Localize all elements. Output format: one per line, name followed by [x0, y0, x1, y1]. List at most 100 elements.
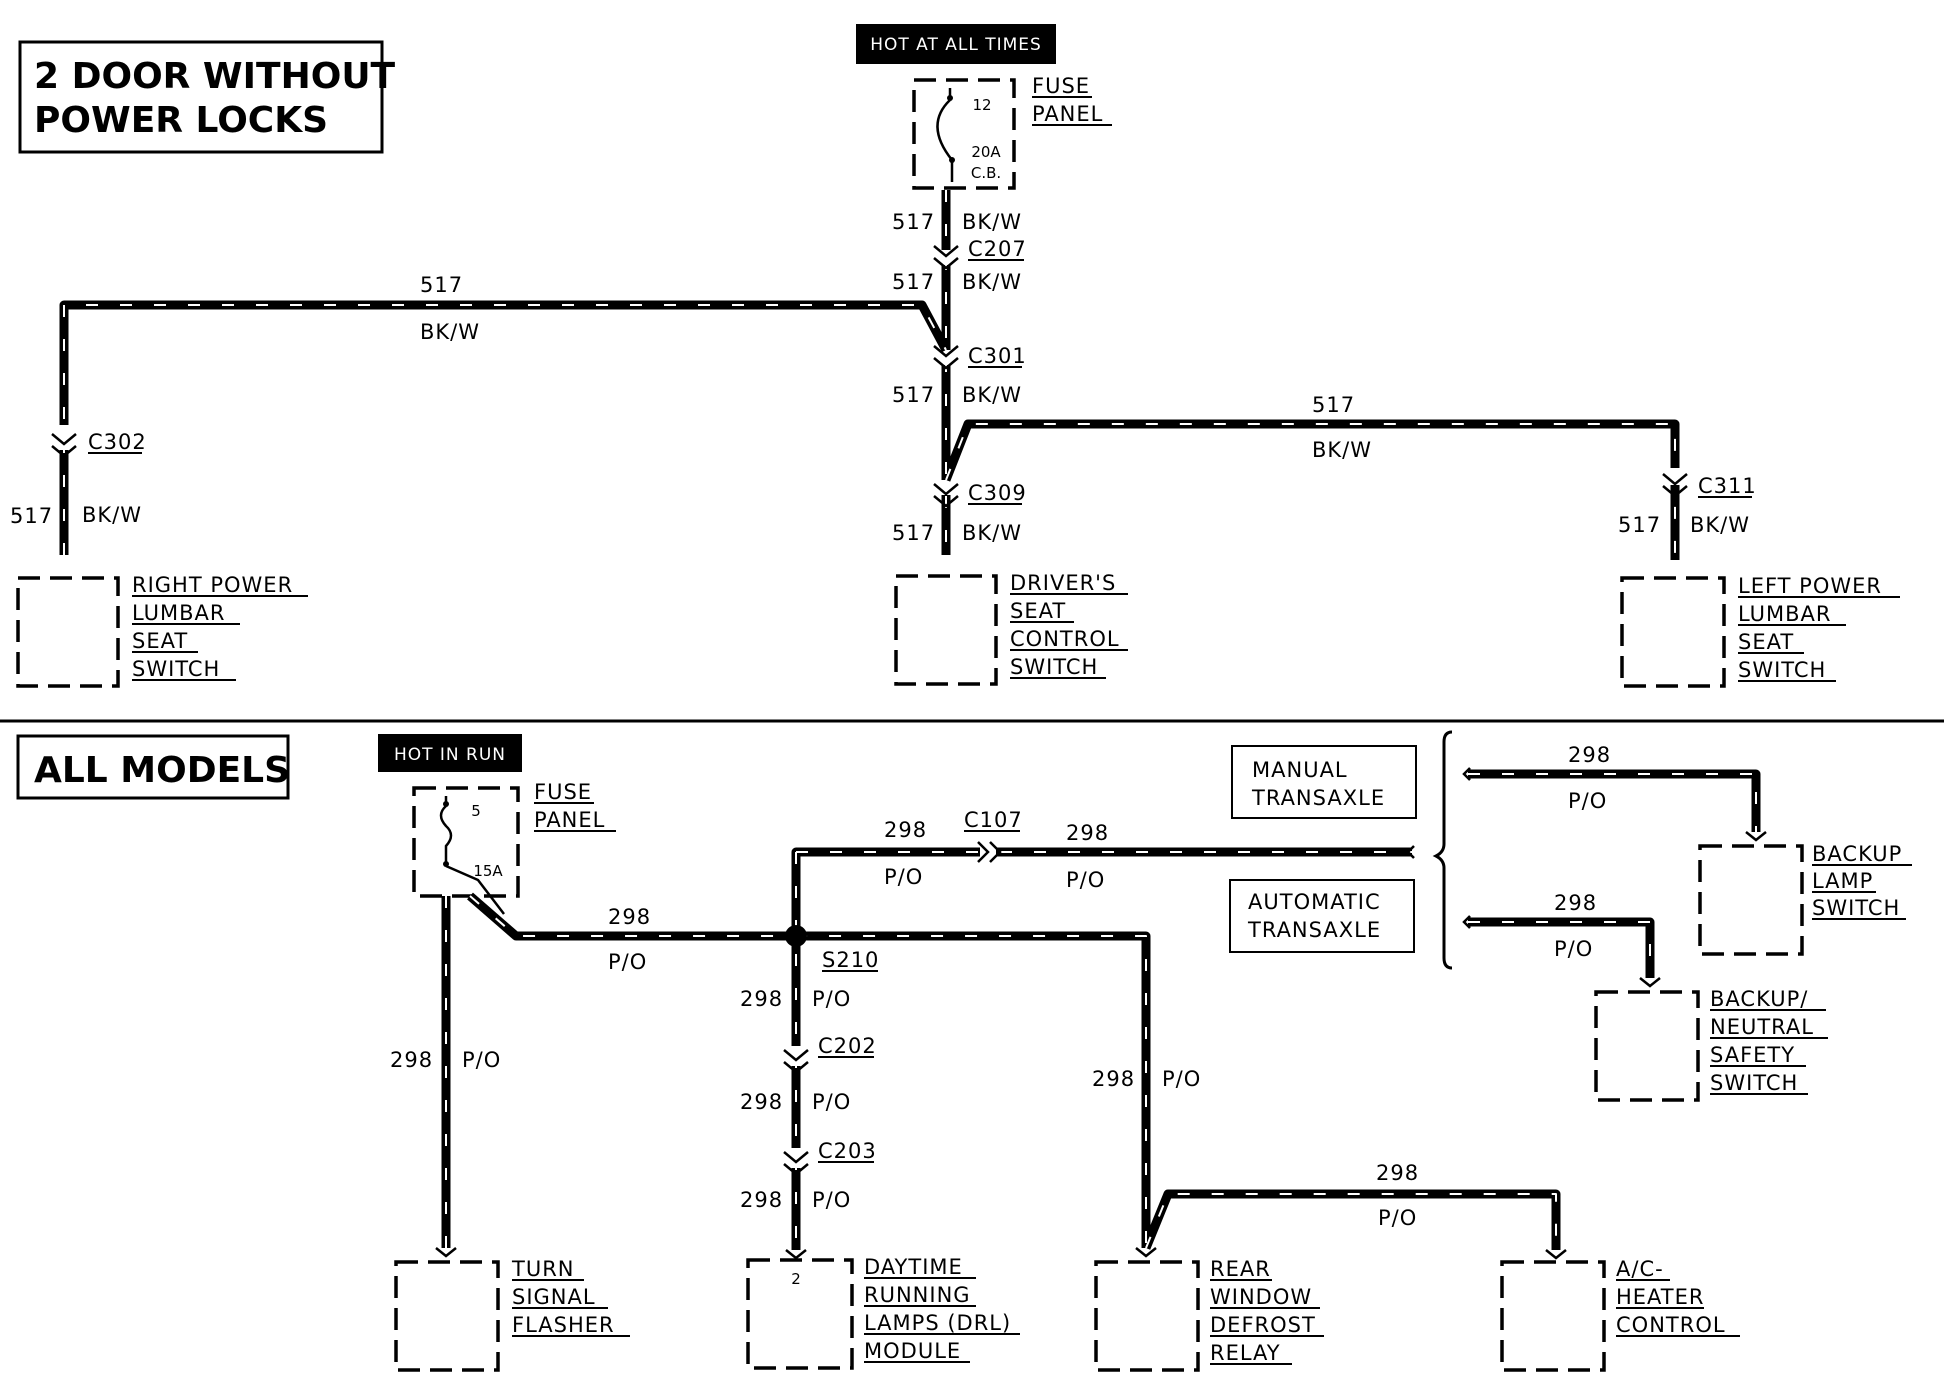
- svg-text:SAFETY: SAFETY: [1710, 1043, 1795, 1067]
- section-title-top-line2: POWER LOCKS: [34, 100, 328, 141]
- automatic-transaxle-box: AUTOMATIC TRANSAXLE: [1229, 879, 1415, 953]
- svg-text:BACKUP/: BACKUP/: [1710, 987, 1808, 1011]
- fuse-panel-bottom-label-1: FUSE: [534, 780, 592, 804]
- fuse-panel-top: 12 20A C.B. FUSE PANEL: [912, 74, 1112, 190]
- connector-c301: [933, 345, 959, 370]
- connector-c207: [933, 245, 959, 270]
- wire-label-298-i: 298: [1376, 1161, 1419, 1185]
- connector-c311-label: C311: [1698, 474, 1757, 498]
- svg-text:DRIVER'S: DRIVER'S: [1010, 571, 1116, 595]
- connector-c203: [783, 1151, 809, 1176]
- section-title-bottom-text: ALL MODELS: [34, 750, 290, 791]
- connector-c202: [783, 1049, 809, 1074]
- svg-text:DAYTIME: DAYTIME: [864, 1255, 963, 1279]
- wire-label-517-e: 517: [10, 504, 53, 528]
- wire-label-298-h: 298: [1092, 1067, 1135, 1091]
- wire-color-po-c: P/O: [1066, 868, 1105, 892]
- connector-c302: [51, 433, 77, 458]
- connector-c309-label: C309: [968, 481, 1027, 505]
- svg-text:SWITCH: SWITCH: [1710, 1071, 1798, 1095]
- splice-s210-label: S210: [822, 948, 879, 972]
- svg-text:AUTOMATIC: AUTOMATIC: [1248, 890, 1381, 914]
- svg-text:RELAY: RELAY: [1210, 1341, 1281, 1365]
- wire-label-517-left: 517: [1312, 393, 1355, 417]
- wire-color-bkw-right: BK/W: [420, 320, 480, 344]
- rear-window-defrost-relay: REAR WINDOW DEFROST RELAY: [1094, 1257, 1324, 1372]
- svg-text:LAMPS (DRL): LAMPS (DRL): [864, 1311, 1011, 1335]
- connector-c302-label: C302: [88, 430, 147, 454]
- svg-text:LEFT POWER: LEFT POWER: [1738, 574, 1882, 598]
- wire-298-network: [441, 769, 1761, 1250]
- wire-label-517-d: 517: [892, 521, 935, 545]
- wire-color-po-k: P/O: [1554, 937, 1593, 961]
- fuse-rating-20a: 20A: [971, 143, 1001, 161]
- daytime-running-lamps-module: 2 DAYTIME RUNNING LAMPS (DRL) MODULE: [746, 1255, 1020, 1370]
- svg-text:HEATER: HEATER: [1616, 1285, 1704, 1309]
- manual-transaxle-box: MANUAL TRANSAXLE: [1231, 745, 1417, 819]
- fuse-type-cb: C.B.: [971, 164, 1001, 182]
- connector-c207-label: C207: [968, 237, 1027, 261]
- wire-label-298-c: 298: [1066, 821, 1109, 845]
- wire-color-bkw-c: BK/W: [962, 383, 1022, 407]
- turn-signal-flasher: TURN SIGNAL FLASHER: [394, 1257, 630, 1372]
- wire-label-298-g: 298: [390, 1048, 433, 1072]
- splice-s210-dot: [785, 925, 807, 947]
- fuse-panel-top-label-2: PANEL: [1032, 102, 1103, 126]
- svg-text:RIGHT POWER: RIGHT POWER: [132, 573, 293, 597]
- wire-label-517-c: 517: [892, 383, 935, 407]
- svg-text:MODULE: MODULE: [864, 1339, 961, 1363]
- svg-text:SWITCH: SWITCH: [1738, 658, 1826, 682]
- wire-label-298-k: 298: [1554, 891, 1597, 915]
- hot-in-run-label: HOT IN RUN: [394, 745, 506, 765]
- section-title-bottom: ALL MODELS: [16, 734, 290, 800]
- wire-517-network: [59, 190, 1680, 560]
- svg-text:DEFROST: DEFROST: [1210, 1313, 1316, 1337]
- ac-heater-control: A/C- HEATER CONTROL: [1500, 1257, 1740, 1372]
- svg-text:LAMP: LAMP: [1812, 869, 1873, 893]
- wire-color-bkw-f: BK/W: [1690, 513, 1750, 537]
- drivers-seat-control-switch: DRIVER'S SEAT CONTROL SWITCH: [894, 571, 1128, 686]
- fuse-rating-15a: 15A: [473, 862, 503, 880]
- wire-color-po-g: P/O: [462, 1048, 501, 1072]
- wire-label-298-f: 298: [740, 1188, 783, 1212]
- wire-label-517-right: 517: [420, 273, 463, 297]
- fuse-number-5: 5: [471, 802, 481, 820]
- svg-text:SEAT: SEAT: [1010, 599, 1066, 623]
- wire-label-298-d: 298: [740, 987, 783, 1011]
- svg-text:TURN: TURN: [511, 1257, 575, 1281]
- svg-text:WINDOW: WINDOW: [1210, 1285, 1312, 1309]
- wire-color-po-b: P/O: [884, 865, 923, 889]
- connector-c301-label: C301: [968, 344, 1027, 368]
- svg-text:FLASHER: FLASHER: [512, 1313, 615, 1337]
- drl-pin-2: 2: [791, 1270, 801, 1288]
- svg-text:CONTROL: CONTROL: [1010, 627, 1120, 651]
- wire-color-bkw-b: BK/W: [962, 270, 1022, 294]
- wire-color-bkw-a: BK/W: [962, 210, 1022, 234]
- wire-color-po-a: P/O: [608, 950, 647, 974]
- wire-label-298-e: 298: [740, 1090, 783, 1114]
- transaxle-brace: [1432, 730, 1453, 970]
- svg-text:A/C-: A/C-: [1616, 1257, 1664, 1281]
- wire-color-po-i: P/O: [1378, 1206, 1417, 1230]
- svg-text:REAR: REAR: [1210, 1257, 1271, 1281]
- section-title-top: 2 DOOR WITHOUT POWER LOCKS: [18, 40, 396, 154]
- connector-c202-label: C202: [818, 1034, 877, 1058]
- connector-c107: [977, 841, 1002, 863]
- fuse-panel-top-label-1: FUSE: [1032, 74, 1090, 98]
- svg-text:LUMBAR: LUMBAR: [132, 601, 226, 625]
- svg-text:MANUAL: MANUAL: [1252, 758, 1348, 782]
- svg-text:LUMBAR: LUMBAR: [1738, 602, 1832, 626]
- left-power-lumbar-seat-switch: LEFT POWER LUMBAR SEAT SWITCH: [1620, 574, 1900, 688]
- svg-text:SEAT: SEAT: [132, 629, 188, 653]
- svg-text:BACKUP: BACKUP: [1812, 842, 1902, 866]
- wire-color-po-e: P/O: [812, 1090, 851, 1114]
- wire-label-517-f: 517: [1618, 513, 1661, 537]
- wire-color-bkw-left: BK/W: [1312, 438, 1372, 462]
- wire-color-po-d: P/O: [812, 987, 851, 1011]
- backup-neutral-safety-switch: BACKUP/ NEUTRAL SAFETY SWITCH: [1594, 987, 1828, 1102]
- fuse-number-12: 12: [972, 96, 991, 114]
- connector-c107-label: C107: [964, 808, 1023, 832]
- svg-text:RUNNING: RUNNING: [864, 1283, 971, 1307]
- svg-text:NEUTRAL: NEUTRAL: [1710, 1015, 1814, 1039]
- svg-text:SEAT: SEAT: [1738, 630, 1794, 654]
